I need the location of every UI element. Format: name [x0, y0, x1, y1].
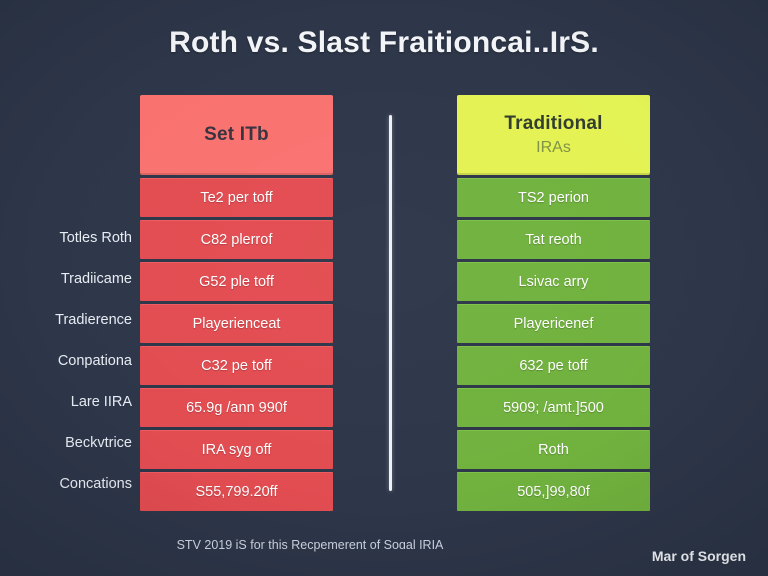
row-label-list: Totles Roth Tradiicame Tradierence Conpa…: [0, 218, 132, 505]
table-cell: IRA syg off: [140, 430, 333, 469]
row-label: Lare IIRA: [70, 394, 132, 410]
table-cell: Playerienceat: [140, 304, 333, 343]
table-cell: 5909; /amt.]500: [457, 388, 650, 427]
column-header-roth: Set ITb: [140, 95, 333, 175]
cell-list-traditional: TS2 perion Tat reoth Lsivac arry Playeri…: [457, 178, 650, 511]
row-label: Tradierence: [55, 312, 132, 328]
column-header-subtitle: IRAs: [536, 139, 571, 156]
row-label: Tradiicame: [60, 271, 132, 287]
column-divider: [389, 115, 392, 491]
page-title: Roth vs. Slast Fraitioncai..IrS.: [169, 26, 599, 59]
table-cell: S55,799.20ff: [140, 472, 333, 511]
row-label: Beckvtrice: [65, 435, 132, 451]
table-cell: TS2 perion: [457, 178, 650, 217]
column-header-title: Traditional: [504, 113, 603, 134]
column-roth: Set ITb Te2 per toff C82 plerrof G52 ple…: [140, 95, 333, 514]
column-traditional: Traditional IRAs TS2 perion Tat reoth Ls…: [457, 95, 650, 514]
table-cell: Te2 per toff: [140, 178, 333, 217]
cell-list-roth: Te2 per toff C82 plerrof G52 ple toff Pl…: [140, 178, 333, 511]
column-header-title: Set ITb: [204, 124, 269, 145]
table-cell: Roth: [457, 430, 650, 469]
table-cell: 65.9g /ann 990f: [140, 388, 333, 427]
brand-label: Mar of Sorgen: [651, 548, 746, 564]
table-cell: C82 plerrof: [140, 220, 333, 259]
table-cell: 632 pe toff: [457, 346, 650, 385]
table-cell: Tat reoth: [457, 220, 650, 259]
row-label: Totles Roth: [59, 230, 132, 246]
table-cell: Lsivac arry: [457, 262, 650, 301]
column-header-traditional: Traditional IRAs: [457, 95, 650, 175]
table-cell: G52 ple toff: [140, 262, 333, 301]
footnote-text: STV 2019 iS for this Recpemerent of Soɑa…: [176, 538, 444, 552]
table-cell: Playericenef: [457, 304, 650, 343]
table-cell: C32 pe toff: [140, 346, 333, 385]
table-cell: 505,]99,80f: [457, 472, 650, 511]
row-label: Concations: [59, 476, 132, 492]
row-label: Conpationa: [57, 353, 132, 369]
